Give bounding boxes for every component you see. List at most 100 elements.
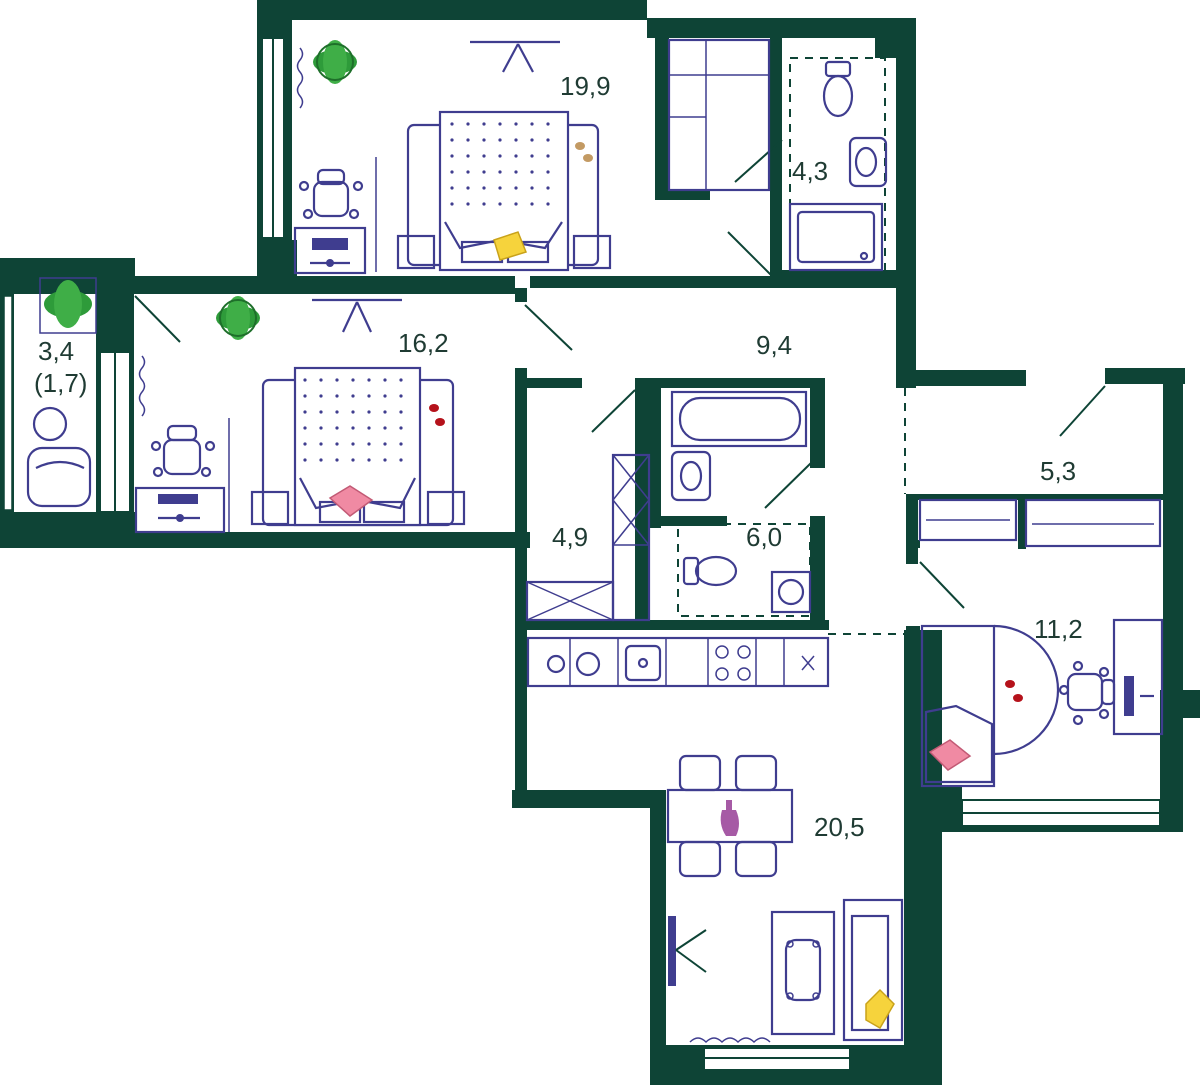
wall: [906, 540, 920, 548]
bed-dot: [383, 378, 387, 382]
wall: [655, 38, 669, 198]
bed-dot: [383, 442, 387, 446]
bed-dot: [514, 138, 518, 142]
shelf: [525, 580, 615, 622]
bedroom-top-furniture: [293, 40, 612, 275]
curtain: [296, 47, 304, 109]
wall: [896, 18, 916, 388]
plant-icon: [216, 296, 260, 340]
bed-dot: [351, 394, 355, 398]
area-label-balcony-reduced: (1,7): [34, 368, 87, 398]
bed-dot: [303, 410, 307, 414]
door: [134, 295, 181, 343]
bed-dot: [335, 426, 339, 430]
pillow: [493, 231, 527, 261]
bed-pattern: [303, 122, 550, 462]
desk: [134, 486, 226, 534]
bath-zone: [677, 523, 811, 617]
bed-dot: [367, 394, 371, 398]
wall: [655, 190, 710, 200]
cup: [546, 654, 566, 674]
bed-dot: [466, 138, 470, 142]
vase-icon: [720, 800, 739, 836]
wall: [135, 276, 515, 294]
pillow: [865, 988, 895, 1030]
bed-dot: [546, 154, 550, 158]
chair-icon: [150, 424, 216, 478]
bed-dot: [399, 426, 403, 430]
bed-dot: [383, 394, 387, 398]
wall: [896, 370, 1026, 386]
bed-dot: [482, 202, 486, 206]
curtain: [138, 355, 146, 417]
bed-dot: [351, 442, 355, 446]
wall: [906, 494, 1163, 500]
stove-icon: [715, 645, 751, 681]
wardrobe: [611, 453, 651, 622]
plant-icon: [39, 277, 97, 334]
bathtub-icon: [670, 390, 808, 448]
bed-dot: [303, 458, 307, 462]
area-label-bathroom-top: 4,3: [792, 156, 828, 186]
bed-dot: [367, 426, 371, 430]
wall: [527, 620, 652, 630]
bed-dot: [383, 410, 387, 414]
bed-dot: [335, 394, 339, 398]
bed-dot: [482, 154, 486, 158]
bed-dot: [514, 186, 518, 190]
clothes-rail: [1024, 498, 1162, 548]
wall: [512, 790, 652, 808]
chair-icon: [1058, 660, 1116, 726]
wall: [635, 378, 825, 388]
area-label-bedroom-left: 16,2: [398, 328, 449, 358]
window: [3, 295, 13, 511]
round-table: [32, 406, 68, 442]
wall: [257, 0, 647, 20]
bed-dot: [498, 202, 502, 206]
area-label-balcony: 3,4: [38, 336, 74, 366]
area-label-closet: 4,9: [552, 522, 588, 552]
area-label-study: 11,2: [1034, 614, 1083, 644]
wall: [810, 516, 825, 628]
bed-dot: [450, 122, 454, 126]
bed-dot: [514, 154, 518, 158]
bed-dot: [498, 122, 502, 126]
wall: [515, 288, 527, 302]
hood: [801, 655, 815, 671]
plate: [575, 651, 601, 677]
bed-dot: [319, 458, 323, 462]
wall: [527, 378, 582, 388]
bed-dot: [498, 154, 502, 158]
wall: [770, 38, 782, 283]
slippers-icon: [575, 142, 593, 162]
door: [919, 561, 965, 609]
bed-icon: [261, 366, 455, 527]
bed-dot: [351, 426, 355, 430]
closet-furniture: [525, 453, 651, 622]
bed-dot: [546, 170, 550, 174]
tv: [668, 916, 707, 986]
bed-dot: [514, 122, 518, 126]
wall: [810, 378, 825, 468]
door: [591, 389, 636, 433]
rug-edge: [689, 1037, 771, 1044]
toilet-icon: [822, 60, 854, 118]
bed-dot: [466, 154, 470, 158]
bed-dot: [530, 170, 534, 174]
desk: [1112, 618, 1164, 736]
bed-dot: [530, 122, 534, 126]
sink-icon: [670, 450, 712, 502]
bed-dot: [498, 138, 502, 142]
monitor: [1124, 676, 1134, 716]
bed-dot: [450, 154, 454, 158]
bed-dot: [351, 410, 355, 414]
bed-dot: [399, 458, 403, 462]
bed-dot: [351, 378, 355, 382]
door: [1059, 385, 1106, 437]
bedroom-left-furniture: [134, 296, 466, 534]
bed-dot: [351, 458, 355, 462]
bed-dot: [530, 138, 534, 142]
sofa-icon: [842, 898, 904, 1042]
